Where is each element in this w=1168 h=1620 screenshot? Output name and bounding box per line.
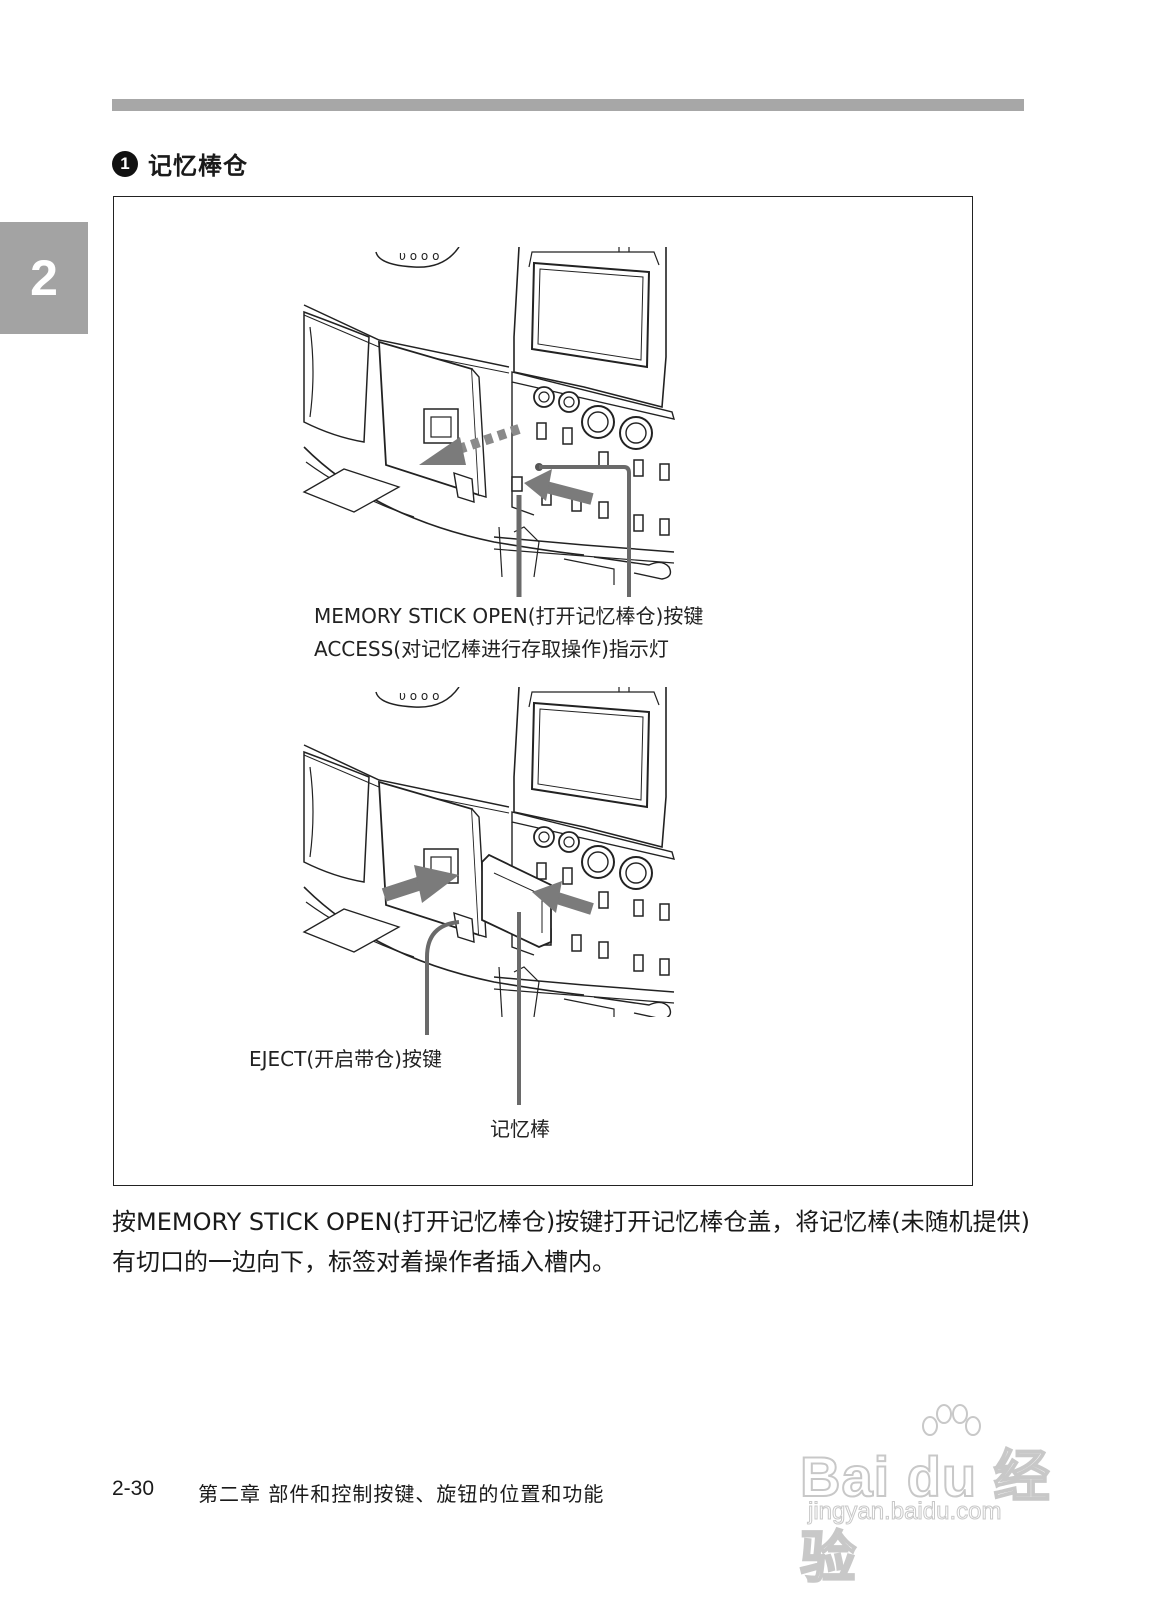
camera-top-view [303, 247, 675, 586]
section-heading: 1 记忆棒仓 [112, 146, 248, 181]
press-arrow [524, 469, 594, 505]
footer-chapter-title: 第二章 部件和控制按键、旋钮的位置和功能 [198, 1482, 605, 1506]
baidu-watermark: Bai du 经验 jingyan.baidu.com [799, 1398, 1070, 1590]
body-paragraph: 按MEMORY STICK OPEN(打开记忆棒仓)按键打开记忆棒仓盖，将记忆棒… [112, 1208, 1030, 1276]
callout-line-access [539, 465, 631, 597]
camera-illustration: υ o o o [303, 247, 675, 1105]
chapter-tab: 2 [0, 222, 88, 334]
figure-frame: υ o o o [113, 196, 973, 1186]
callout-line-eject [425, 920, 460, 1035]
paw-icon [922, 1404, 981, 1436]
watermark-url: jingyan.baidu.com [807, 1498, 1002, 1526]
open-direction-arrow [419, 424, 521, 465]
camera-bottom-view [303, 687, 675, 1017]
section-title: 记忆棒仓 [148, 152, 248, 180]
memory-stick-card [481, 853, 552, 948]
section-number-badge: 1 [112, 150, 138, 177]
callout-eject-button: EJECT(开启带仓)按键 [249, 1047, 442, 1071]
top-rule [112, 99, 1024, 111]
page-number: 2-30 [112, 1477, 155, 1500]
insert-direction-arrow [532, 881, 594, 915]
eject-direction-arrow [381, 865, 459, 903]
callout-memory-stick-open: MEMORY STICK OPEN(打开记忆棒仓)按键 [314, 604, 704, 628]
chapter-number: 2 [30, 250, 58, 306]
watermark-brand: Bai du 经验 [799, 1444, 1051, 1590]
callout-access-indicator: ACCESS(对记忆棒进行存取操作)指示灯 [314, 637, 669, 661]
callout-memory-stick: 记忆棒 [490, 1117, 550, 1141]
